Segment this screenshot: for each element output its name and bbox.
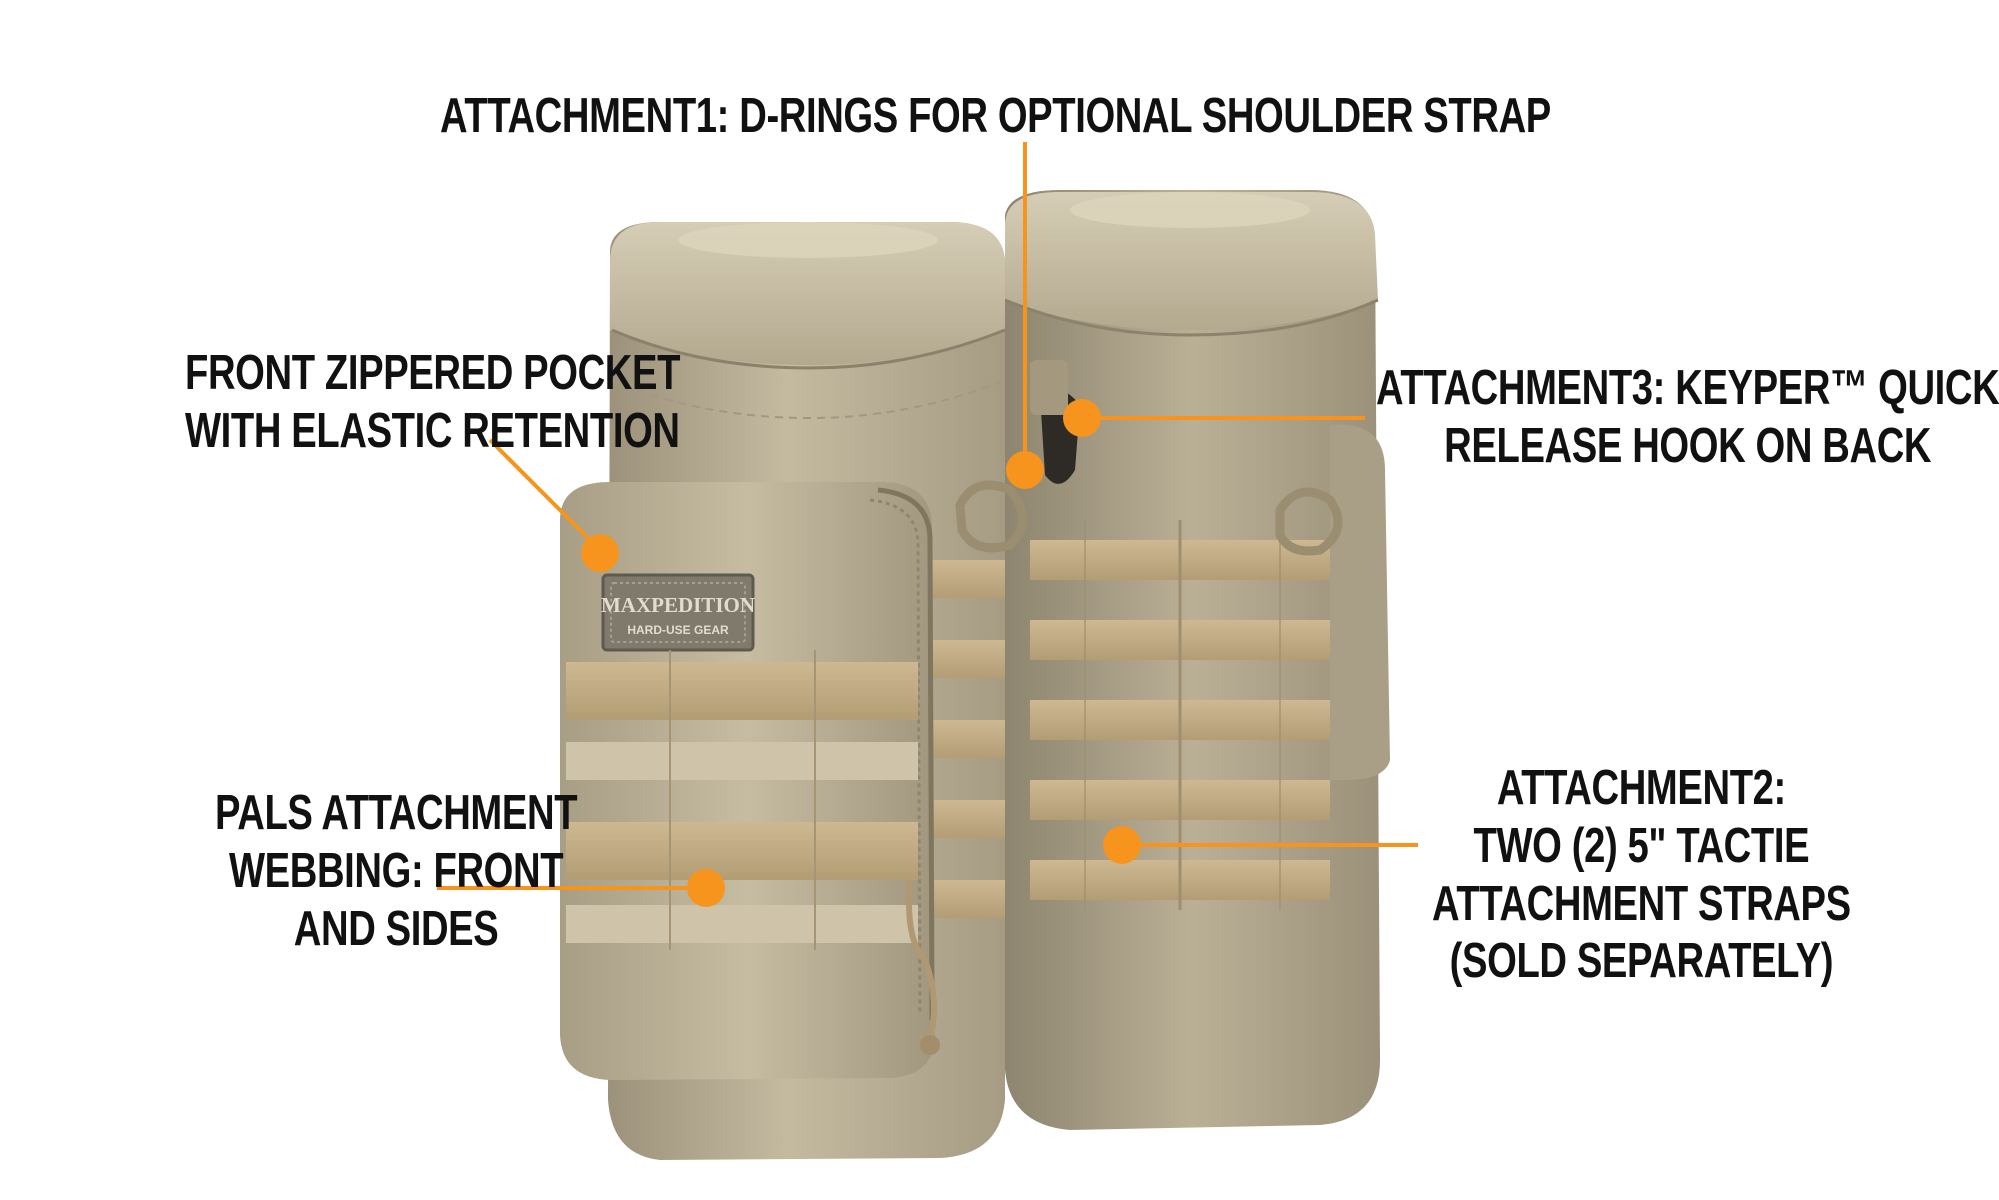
zipper-pull-icon bbox=[906, 879, 940, 1055]
product-infographic: MAXPEDITION HARD-USE GEAR bbox=[185, 88, 1999, 1160]
callout-dot-icon bbox=[1063, 399, 1101, 437]
callout-front-pocket-line2: WITH ELASTIC RETENTION bbox=[185, 403, 680, 458]
left-pouch: MAXPEDITION HARD-USE GEAR bbox=[560, 222, 1027, 1160]
callout-attachment2-line1: ATTACHMENT2: bbox=[1496, 761, 1786, 815]
callout-attachment1-line1: ATTACHMENT1: D-RINGS FOR OPTIONAL SHOULD… bbox=[440, 89, 1551, 143]
callout-pals-line3: AND SIDES bbox=[293, 901, 499, 956]
front-pocket-webbing bbox=[566, 650, 918, 950]
callout-attachment3: ATTACHMENT3: KEYPER™ QUICK RELEASE HOOK … bbox=[1376, 360, 1999, 476]
brand-patch-line1: MAXPEDITION bbox=[601, 593, 755, 617]
callout-dot-icon bbox=[581, 534, 619, 572]
callout-attachment2-line2: TWO (2) 5" TACTIE bbox=[1473, 818, 1810, 873]
callout-attachment2: ATTACHMENT2: TWO (2) 5" TACTIE ATTACHMEN… bbox=[1432, 760, 1851, 991]
left-pouch-lid bbox=[610, 222, 1005, 365]
callout-attachment2-line4: (SOLD SEPARATELY) bbox=[1449, 934, 1834, 989]
brand-patch: MAXPEDITION HARD-USE GEAR bbox=[601, 573, 755, 652]
callout-attachment3-line1: ATTACHMENT3: KEYPER™ QUICK bbox=[1376, 361, 1999, 415]
callout-pals-line1: PALS ATTACHMENT bbox=[215, 786, 578, 840]
leader-front-pocket bbox=[488, 438, 602, 552]
callout-attachment1: ATTACHMENT1: D-RINGS FOR OPTIONAL SHOULD… bbox=[440, 88, 1551, 146]
right-side-pocket bbox=[1330, 424, 1390, 780]
product-illustration: MAXPEDITION HARD-USE GEAR bbox=[437, 142, 1418, 1160]
callout-pals: PALS ATTACHMENT WEBBING: FRONT AND SIDES bbox=[215, 785, 578, 958]
right-pouch-lid bbox=[1005, 192, 1378, 330]
right-pouch-webbing bbox=[1030, 520, 1330, 910]
d-ring-icon bbox=[955, 480, 1027, 553]
right-pouch bbox=[1004, 190, 1390, 1130]
callout-dot-icon bbox=[687, 869, 725, 907]
callout-dot-icon bbox=[1006, 451, 1044, 489]
callout-leaders bbox=[437, 142, 1418, 890]
callout-pals-line2: WEBBING: FRONT bbox=[228, 843, 564, 898]
callout-dot-icon bbox=[1103, 826, 1141, 864]
brand-patch-line2: HARD-USE GEAR bbox=[627, 623, 729, 637]
left-pouch-side-webbing bbox=[930, 560, 1005, 918]
callout-attachment2-line3: ATTACHMENT STRAPS bbox=[1432, 876, 1851, 931]
callout-front-pocket-line1: FRONT ZIPPERED POCKET bbox=[185, 346, 681, 400]
callout-attachment3-line2: RELEASE HOOK ON BACK bbox=[1444, 418, 1932, 473]
callout-dots bbox=[581, 399, 1141, 907]
callout-front-pocket: FRONT ZIPPERED POCKET WITH ELASTIC RETEN… bbox=[185, 345, 680, 461]
front-zippered-pocket: MAXPEDITION HARD-USE GEAR bbox=[560, 482, 940, 1080]
d-ring-icon bbox=[1275, 487, 1343, 556]
